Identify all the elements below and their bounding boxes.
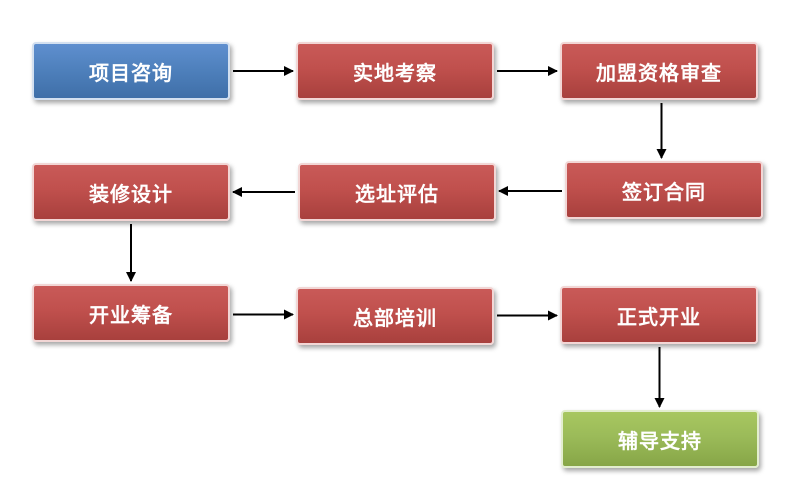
- step-inspect: 实地考察: [296, 42, 494, 100]
- step-decorate: 装修设计: [32, 163, 230, 221]
- step-support: 辅导支持: [561, 410, 759, 468]
- step-prepare: 开业筹备: [32, 284, 230, 342]
- step-training: 总部培训: [296, 287, 494, 345]
- step-consult: 项目咨询: [32, 42, 230, 100]
- step-sign: 签订合同: [565, 161, 763, 219]
- step-open: 正式开业: [560, 286, 758, 344]
- step-site: 选址评估: [298, 163, 496, 221]
- step-review: 加盟资格审查: [560, 42, 758, 100]
